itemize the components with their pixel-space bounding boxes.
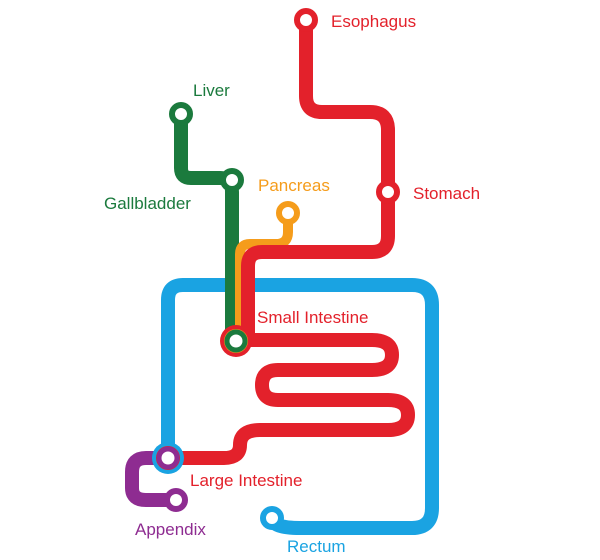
rectum-label: Rectum: [287, 537, 346, 556]
gallbladder-station-icon[interactable]: [220, 168, 244, 192]
gallbladder-label: Gallbladder: [104, 194, 191, 213]
stomach-label: Stomach: [413, 184, 480, 203]
esophagus-label: Esophagus: [331, 12, 416, 31]
large-intestine-line: [161, 278, 439, 535]
liver-line: [174, 107, 239, 347]
pancreas-line: [235, 208, 293, 345]
large-intestine-interchange-icon[interactable]: [152, 442, 184, 474]
rectum-station-icon[interactable]: [260, 506, 284, 530]
large-intestine-label: Large Intestine: [190, 471, 302, 490]
digestive-tract-line: [161, 13, 415, 465]
appendix-line: [125, 451, 179, 507]
liver-station-icon[interactable]: [169, 102, 193, 126]
pancreas-station-icon[interactable]: [276, 201, 300, 225]
appendix-label: Appendix: [135, 520, 206, 539]
stomach-station-icon[interactable]: [376, 180, 400, 204]
small-intestine-label: Small Intestine: [257, 308, 369, 327]
pancreas-label: Pancreas: [258, 176, 330, 195]
small-intestine-interchange-icon[interactable]: [220, 325, 252, 357]
liver-label: Liver: [193, 81, 230, 100]
esophagus-station-icon[interactable]: [294, 8, 318, 32]
appendix-station-icon[interactable]: [164, 488, 188, 512]
